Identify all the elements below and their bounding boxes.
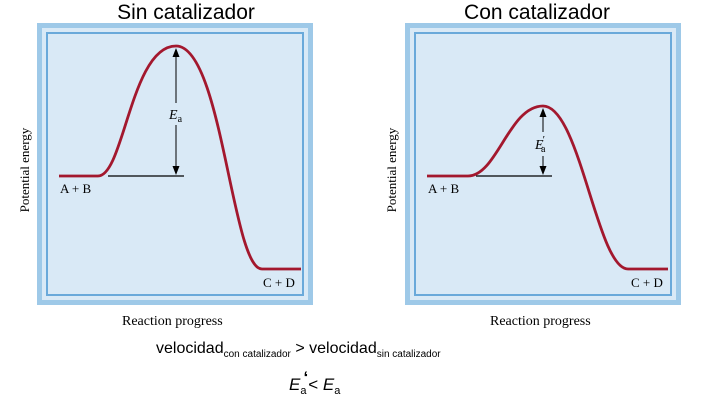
y-axis-label-right: Potential energy bbox=[384, 127, 399, 213]
reactants-label-left: A + B bbox=[60, 181, 92, 196]
ea-label-right: E′a bbox=[534, 134, 546, 155]
panel-uncatalyzed bbox=[37, 23, 313, 305]
rate-word-2: velocidad bbox=[309, 340, 377, 357]
y-axis-label-left: Potential energy bbox=[17, 127, 32, 213]
ea-label-bg-left bbox=[166, 103, 186, 125]
panel-inner-border bbox=[414, 32, 672, 296]
products-label-right: C + D bbox=[631, 275, 663, 290]
x-axis-label-right: Reaction progress bbox=[490, 314, 591, 329]
rate-comparison: velocidadcon catalizador > velocidadsin … bbox=[156, 340, 441, 360]
panel-catalyzed bbox=[405, 23, 681, 305]
rate-sub-2: sin catalizador bbox=[376, 349, 441, 360]
energy-comparison: Ea‘< Ea bbox=[289, 368, 341, 397]
arrowhead-up-right bbox=[539, 108, 547, 117]
products-label-left: C + D bbox=[263, 275, 295, 290]
arrowhead-up-left bbox=[172, 48, 180, 57]
title-con-catalizador: Con catalizador bbox=[464, 1, 610, 24]
arrowhead-down-right bbox=[539, 166, 547, 175]
ea-sub: a bbox=[334, 385, 341, 397]
ea-label-left: Ea bbox=[168, 108, 183, 125]
ea-prime-mark: ‘ bbox=[303, 368, 309, 387]
x-axis-label-left: Reaction progress bbox=[122, 314, 223, 329]
title-sin-catalizador: Sin catalizador bbox=[117, 1, 255, 24]
ea-symbol: E bbox=[322, 375, 335, 394]
ea-prime-symbol: E bbox=[289, 375, 301, 394]
arrowhead-down-left bbox=[172, 166, 180, 175]
energy-operator: < bbox=[308, 375, 323, 394]
energy-curve-left bbox=[59, 44, 301, 271]
ea-prime-sub: a bbox=[300, 385, 307, 397]
rate-word-1: velocidad bbox=[156, 340, 224, 357]
ea-label-bg-right bbox=[533, 132, 555, 156]
panel-inner-border bbox=[46, 32, 304, 296]
energy-curve-right bbox=[427, 104, 668, 271]
reactants-label-right: A + B bbox=[428, 181, 460, 196]
rate-sub-1: con catalizador bbox=[223, 349, 291, 360]
rate-operator: > bbox=[290, 340, 310, 357]
